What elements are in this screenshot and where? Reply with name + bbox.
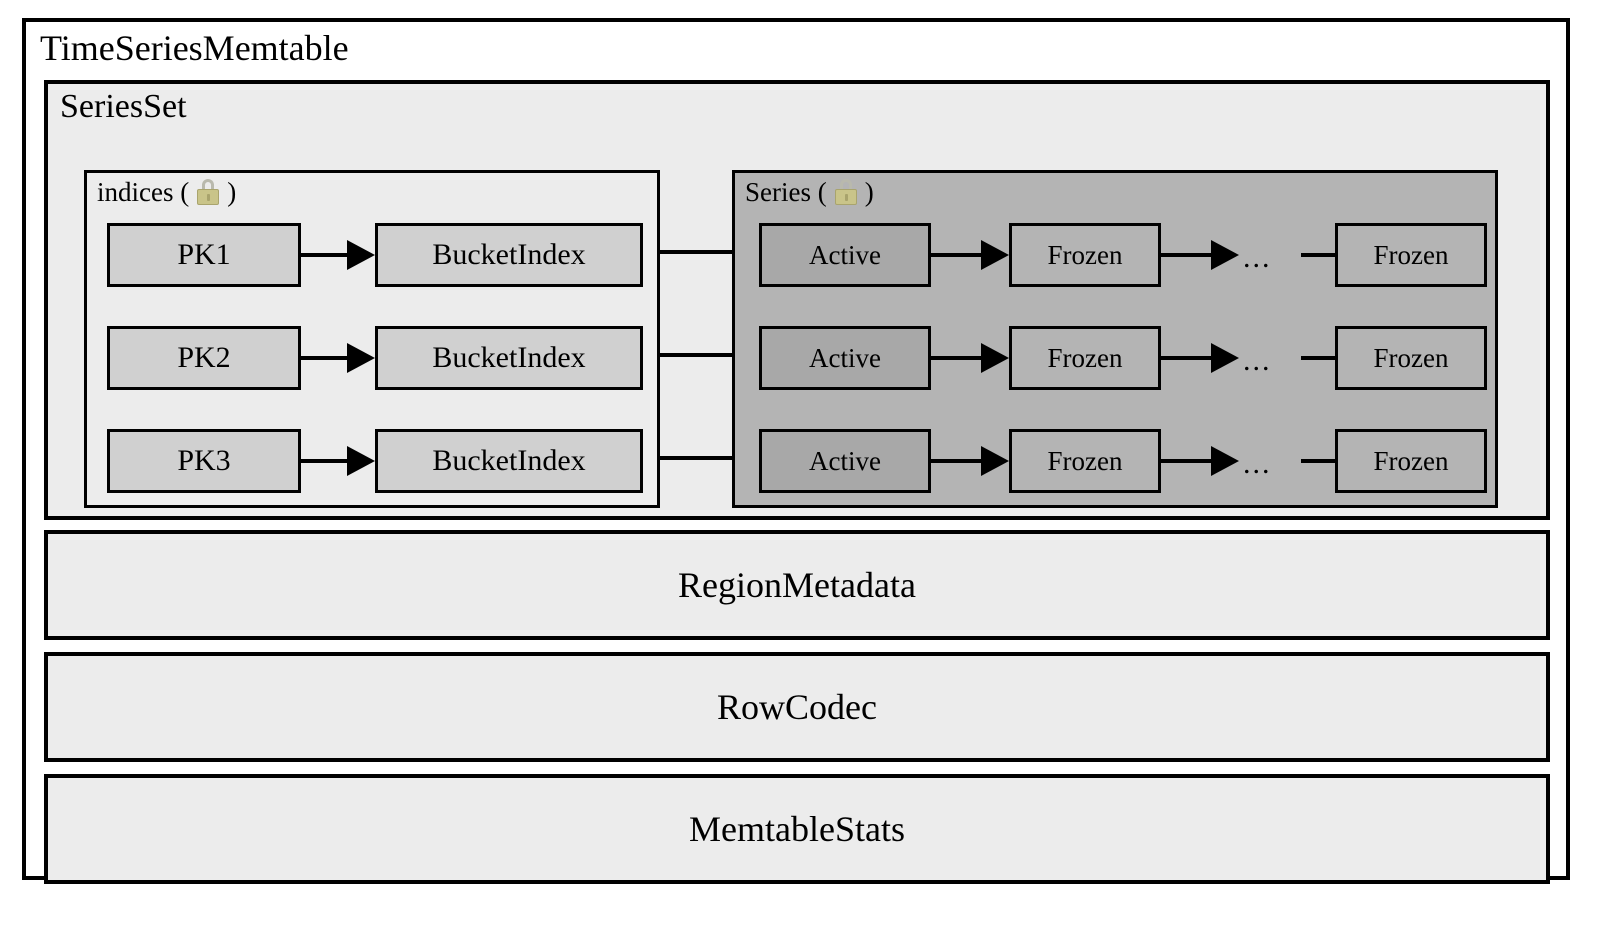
node-frozen-1a[interactable]: Frozen <box>1009 223 1161 287</box>
panel-memtablestats[interactable]: MemtableStats <box>44 774 1550 884</box>
node-bucketindex-2[interactable]: BucketIndex <box>375 326 643 390</box>
node-pk-1[interactable]: PK1 <box>107 223 301 287</box>
series-group-title: Series ( ) <box>745 174 874 210</box>
node-active-3[interactable]: Active <box>759 429 931 493</box>
node-frozen-1b[interactable]: Frozen <box>1335 223 1487 287</box>
indices-group: indices ( ) PK1 BucketIndex PK2 <box>84 170 660 508</box>
diagram-title: TimeSeriesMemtable <box>40 28 349 68</box>
indices-group-label: indices ( <box>97 177 190 207</box>
node-pk-3[interactable]: PK3 <box>107 429 301 493</box>
node-active-1[interactable]: Active <box>759 223 931 287</box>
panel-regionmetadata[interactable]: RegionMetadata <box>44 530 1550 640</box>
node-bucketindex-3[interactable]: BucketIndex <box>375 429 643 493</box>
node-frozen-2a[interactable]: Frozen <box>1009 326 1161 390</box>
node-frozen-2b[interactable]: Frozen <box>1335 326 1487 390</box>
ellipsis-3: ... <box>1243 447 1272 480</box>
node-frozen-3b[interactable]: Frozen <box>1335 429 1487 493</box>
series-group: Series ( ) Active Frozen ... <box>732 170 1498 508</box>
ellipsis-2: ... <box>1243 344 1272 377</box>
node-bucketindex-1[interactable]: BucketIndex <box>375 223 643 287</box>
node-pk-2[interactable]: PK2 <box>107 326 301 390</box>
indices-group-label-close: ) <box>227 177 237 207</box>
lock-icon <box>834 179 858 205</box>
node-active-2[interactable]: Active <box>759 326 931 390</box>
seriesset-title: SeriesSet <box>60 88 187 125</box>
timeseriesmemtable-frame: TimeSeriesMemtable SeriesSet indices ( )… <box>22 18 1570 884</box>
seriesset-panel: SeriesSet indices ( ) PK1 BucketIndex <box>44 80 1550 520</box>
panel-rowcodec[interactable]: RowCodec <box>44 652 1550 762</box>
series-group-label-close: ) <box>864 177 874 207</box>
series-group-label: Series ( <box>745 177 827 207</box>
node-frozen-3a[interactable]: Frozen <box>1009 429 1161 493</box>
lock-icon <box>196 179 220 205</box>
indices-group-title: indices ( ) <box>97 174 236 210</box>
ellipsis-1: ... <box>1243 241 1272 274</box>
